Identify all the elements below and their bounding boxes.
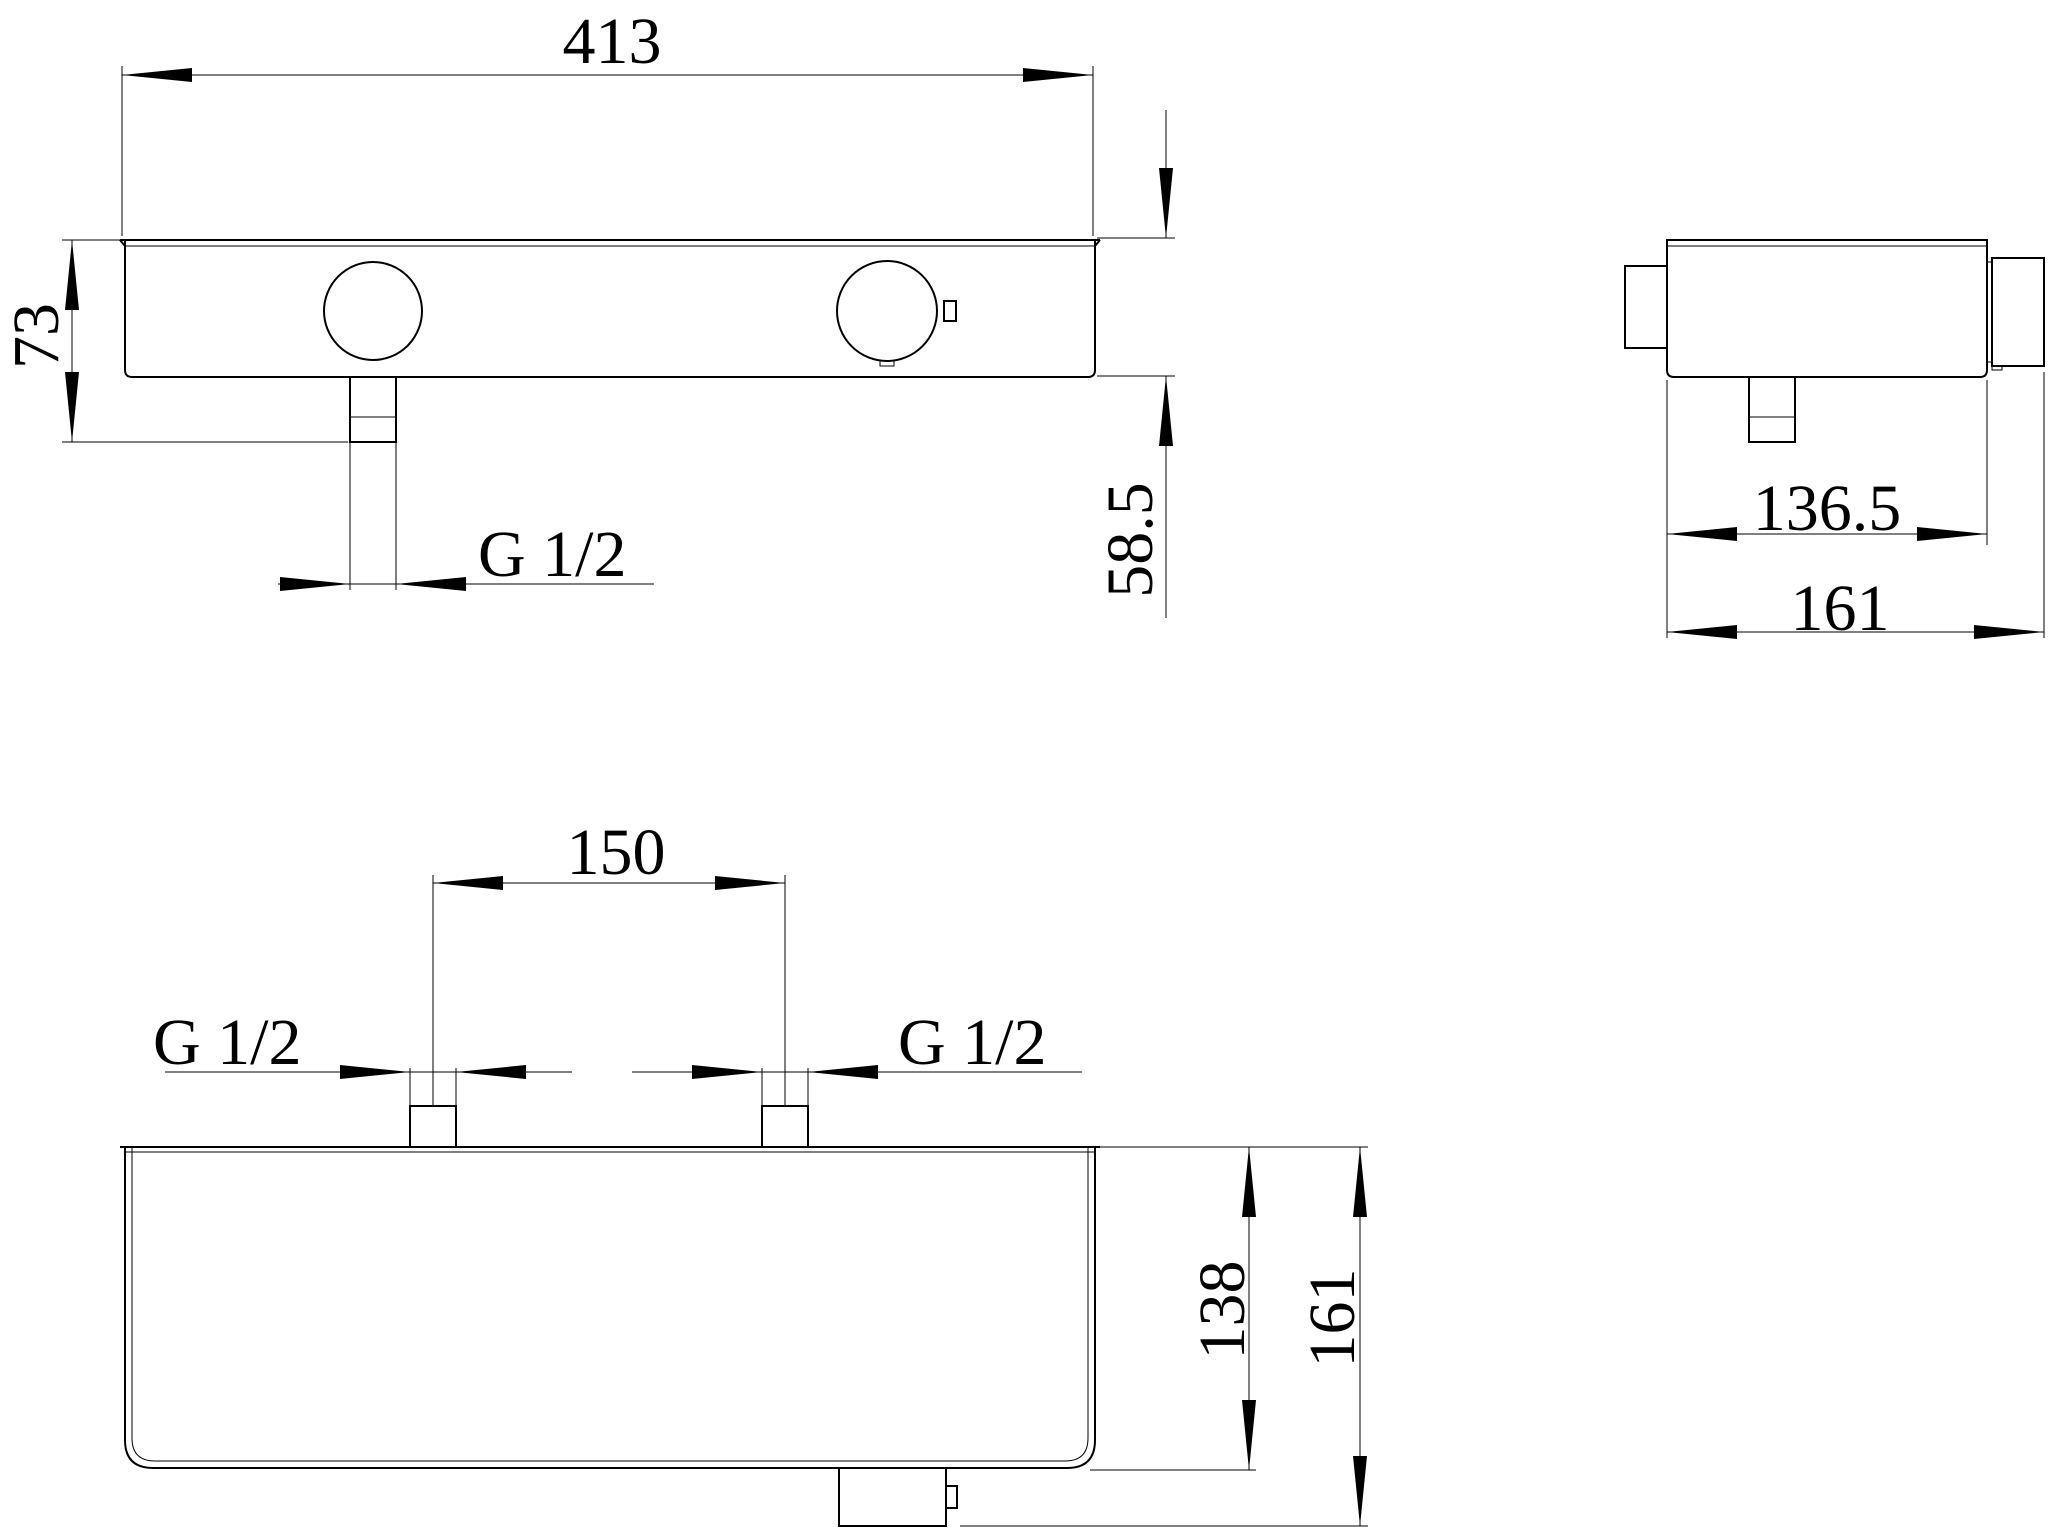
top-spacing-label: 150 [567,816,666,889]
top-right-thread-dimension: G 1/2 [632,1006,1082,1106]
top-left-thread-label: G 1/2 [153,1006,302,1079]
front-height-label: 73 [0,303,73,369]
top-right-inlet [761,1105,809,1148]
top-outer-depth-dimension: 161 [960,1147,1369,1527]
top-view: 150 G 1/2 G 1/2 138 [120,816,1369,1527]
top-left-inlet [409,1105,457,1148]
front-width-label: 413 [563,5,662,78]
front-depth-dimension: 58.5 [1094,110,1175,618]
top-body [120,1146,1100,1469]
top-inner-depth-label: 138 [1186,1261,1259,1360]
side-knob [1987,257,2045,371]
side-outlet-pipe [1748,376,1796,443]
top-right-thread-label: G 1/2 [898,1006,1047,1079]
front-width-dimension: 413 [121,5,1094,236]
top-spacing-dimension: 150 [432,816,786,1106]
left-knob [323,261,423,361]
front-view: 413 73 58.5 G 1/2 [0,5,1175,618]
top-outer-depth-label: 161 [1296,1269,1369,1368]
front-thread-label: G 1/2 [478,518,627,591]
top-inner-depth-dimension: 138 [1090,1146,1368,1471]
top-outlet-knob [838,1467,958,1527]
front-depth-label: 58.5 [1094,482,1167,598]
side-inner-width-label: 136.5 [1753,472,1902,545]
front-body [119,239,1101,378]
side-outer-width-label: 161 [1791,572,1890,645]
side-left-stub [1624,265,1668,349]
side-body [1666,239,1988,378]
front-outlet-pipe [349,376,397,443]
top-left-thread-dimension: G 1/2 [153,1006,572,1106]
front-thread-dimension: G 1/2 [278,442,654,591]
side-view: 136.5 161 [1624,239,2045,645]
front-height-dimension: 73 [0,239,348,443]
right-knob [836,260,957,367]
side-outer-width-dimension: 161 [1667,372,2045,645]
side-inner-width-dimension: 136.5 [1666,380,1988,638]
